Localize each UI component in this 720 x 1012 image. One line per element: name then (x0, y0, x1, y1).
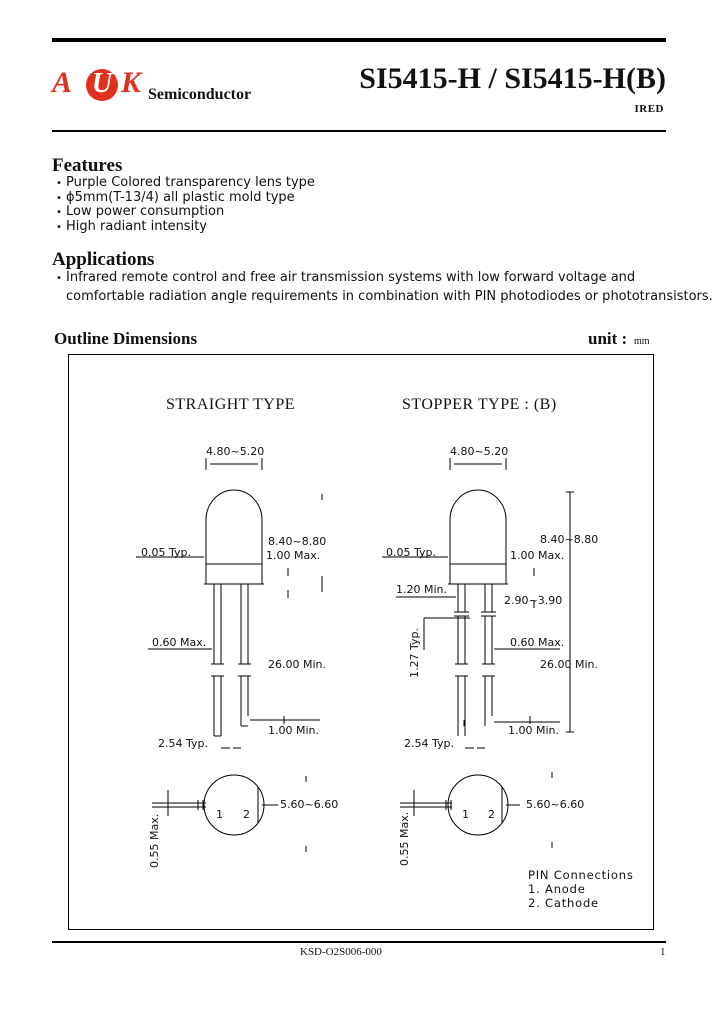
stopper-typ-label: 0.05 Typ. (386, 546, 436, 559)
straight-side-label: 0.55 Max. (148, 813, 161, 868)
straight-typ-label: 0.05 Typ. (141, 546, 191, 559)
stopper-pitch-label: 2.54 Typ. (404, 737, 454, 750)
stopper-pin-1: 1 (462, 808, 469, 821)
straight-diameter-label: 5.60~6.60 (280, 798, 339, 811)
applications-text: •Infrared remote control and free air tr… (56, 270, 713, 304)
straight-flange-label: 1.00 Max. (266, 549, 321, 562)
outline-drawing-frame (68, 354, 654, 930)
stopper-bottom-label: 1.00 Min. (508, 724, 560, 737)
header-rule (52, 130, 666, 132)
straight-pin-1: 1 (216, 808, 223, 821)
straight-bottom-label: 1.00 Min. (268, 724, 320, 737)
list-item: High radiant intensity (56, 219, 315, 235)
stopper-type-caption: STOPPER TYPE : (B) (402, 396, 557, 413)
page-number: 1 (660, 946, 666, 958)
stopper-lead-label: 0.60 Max. (510, 636, 565, 649)
list-item: Low power consumption (56, 205, 315, 220)
logo-letter-k: K (121, 66, 142, 99)
stopper-vertical-label: 1.27 Typ. (408, 628, 421, 678)
product-category: IRED (634, 103, 664, 115)
logo-text: Semiconductor (148, 86, 252, 103)
list-item: ϕ5mm(T-13/4) all plastic mold type (56, 190, 315, 206)
applications-line-2: comfortable radiation angle requirements… (66, 289, 713, 304)
doc-code: KSD-O2S006-000 (300, 946, 382, 958)
pin-anode: 1. Anode (528, 882, 586, 896)
top-rule (52, 38, 666, 42)
logo-letter-u: U (91, 68, 113, 99)
list-item: Purple Colored transparency lens type (56, 175, 315, 191)
straight-lead-label: 0.60 Max. (152, 636, 207, 649)
straight-pin-2: 2 (243, 808, 250, 821)
stopper-min-label: 1.20 Min. (396, 583, 448, 596)
straight-pitch-label: 2.54 Typ. (158, 737, 208, 750)
pin-connections-title: PIN Connections (528, 868, 634, 882)
stopper-diameter-label: 5.60~6.60 (526, 798, 585, 811)
stopper-flange-label: 1.00 Max. (510, 549, 565, 562)
straight-length-label: 26.00 Min. (268, 658, 327, 671)
straight-height-label: 8.40~8.80 (268, 535, 327, 548)
features-heading: Features (52, 155, 123, 176)
applications-line-1: Infrared remote control and free air tra… (66, 270, 636, 285)
straight-type-caption: STRAIGHT TYPE (166, 396, 296, 413)
pin-cathode: 2. Cathode (528, 896, 599, 910)
stopper-range-label: 2.90~3.90 (504, 594, 563, 607)
logo-letter-a: A (52, 66, 73, 99)
stopper-height-label: 8.40~8.80 (540, 533, 599, 546)
unit-label: unit : (588, 329, 628, 348)
footer-rule (52, 941, 666, 943)
unit-value: mm (634, 336, 650, 347)
outline-heading: Outline Dimensions (54, 329, 198, 348)
page-title: SI5415-H / SI5415-H(B) (359, 62, 666, 95)
stopper-width-label: 4.80~5.20 (450, 445, 509, 458)
straight-width-label: 4.80~5.20 (206, 445, 265, 458)
stopper-side-label: 0.55 Max. (398, 811, 411, 866)
features-list: Purple Colored transparency lens type ϕ5… (56, 175, 315, 235)
applications-heading: Applications (52, 249, 155, 270)
stopper-pin-2: 2 (488, 808, 495, 821)
logo-circle: U (86, 68, 118, 101)
stopper-length-label: 26.00 Min. (540, 658, 599, 671)
